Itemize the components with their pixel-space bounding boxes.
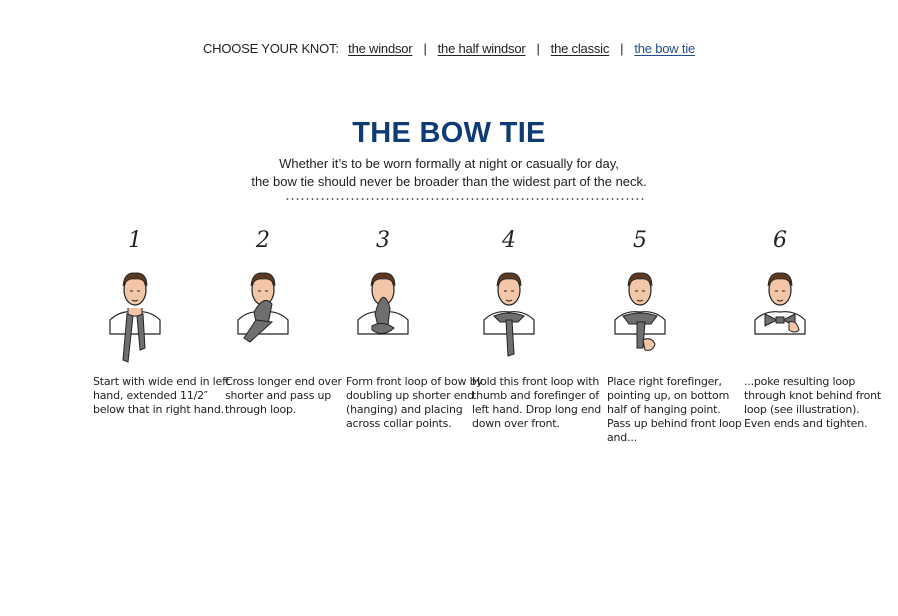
step-number: 1 <box>128 228 142 253</box>
page-title: THE BOW TIE <box>352 117 546 149</box>
step-number: 3 <box>376 228 390 253</box>
man-with-tie-step-4-icon <box>483 272 535 357</box>
step-instructions: Hold this front loop with thumb and fore… <box>472 375 602 430</box>
knot-navigation: CHOOSE YOUR KNOT: the windsor | the half w… <box>0 41 898 56</box>
step-instructions: Start with wide end in left hand, extend… <box>93 375 230 416</box>
nav-separator: | <box>536 41 540 56</box>
intro-line-1: Whether it’s to be worn formally at nigh… <box>279 156 619 171</box>
nav-link-classic[interactable]: the classic <box>550 41 610 56</box>
step-number: 5 <box>633 228 647 253</box>
step-number: 2 <box>256 228 270 253</box>
step-number: 4 <box>502 228 516 253</box>
nav-separator: | <box>620 41 624 56</box>
nav-link-bow-tie[interactable]: the bow tie <box>634 41 696 56</box>
nav-separator: | <box>423 41 427 56</box>
nav-link-half-windsor[interactable]: the half windsor <box>437 41 526 56</box>
man-with-tie-step-6-icon <box>754 272 806 335</box>
step-instructions: ...poke resulting loop through knot behi… <box>744 375 881 430</box>
man-with-tie-step-1-icon <box>109 272 161 363</box>
man-with-tie-step-5-icon <box>614 272 666 351</box>
intro-text: Whether it’s to be worn formally at nigh… <box>0 155 898 191</box>
step-instructions: Form front loop of bow by doubling up sh… <box>346 375 483 430</box>
step-number: 6 <box>773 228 787 253</box>
nav-label: CHOOSE YOUR KNOT: <box>202 41 339 56</box>
man-with-tie-step-2-icon <box>237 272 289 343</box>
nav-link-windsor[interactable]: the windsor <box>348 41 413 56</box>
intro-line-2: the bow tie should never be broader than… <box>251 174 647 189</box>
man-with-tie-step-3-icon <box>357 272 409 335</box>
dotted-divider <box>285 198 645 200</box>
step-instructions: Cross longer end over shorter and pass u… <box>225 375 342 416</box>
step-instructions: Place right forefinger, pointing up, on … <box>607 375 742 444</box>
